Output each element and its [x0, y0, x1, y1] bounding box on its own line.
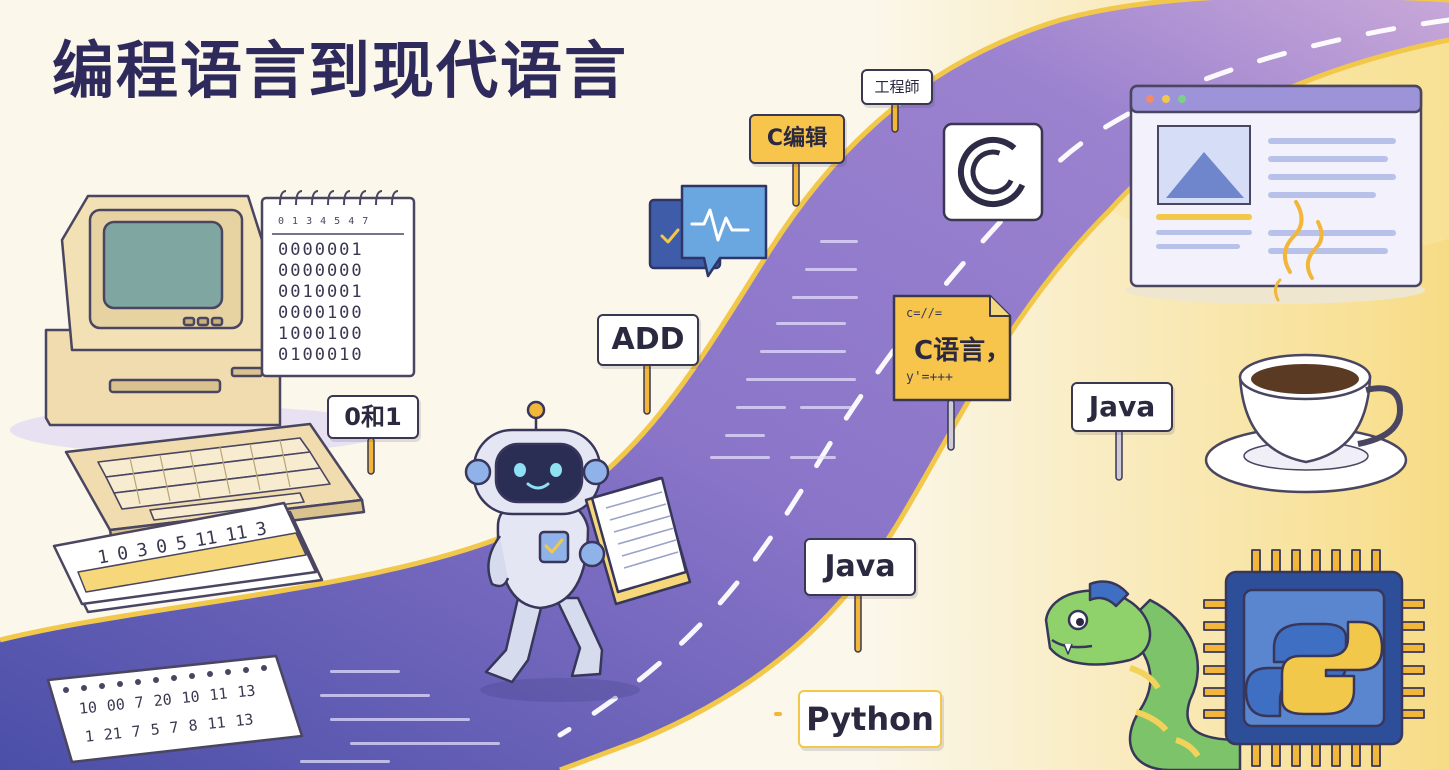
- punch-digit: 13: [236, 681, 257, 702]
- binary-row: 0010001: [278, 282, 364, 302]
- punch-digit: 20: [152, 690, 173, 711]
- punch-card-bottom-icon: [46, 654, 304, 764]
- robot-icon: [464, 400, 640, 702]
- punch-digit: 0: [154, 535, 169, 559]
- punch-digit: 3: [135, 539, 150, 562]
- binary-row: 1000100: [278, 324, 364, 344]
- punch-digit: 1: [84, 727, 95, 746]
- punch-digit: 11: [193, 527, 219, 552]
- punch-digit: 7: [133, 693, 145, 713]
- punch-digit: 5: [149, 720, 161, 739]
- sign-assembly: ADD: [597, 314, 699, 366]
- punch-digit: 11: [206, 713, 227, 734]
- binary-row: 0000001: [278, 240, 364, 260]
- punch-digit: 13: [234, 710, 255, 731]
- punch-digit: 0: [115, 542, 130, 566]
- binary-notepad-rows: 0000001 0000000 0010001 0000100 1000100 …: [278, 240, 364, 366]
- chat-waveform-icon: [648, 184, 768, 278]
- punch-digit: 1: [96, 546, 111, 569]
- c-language-code: y'=+++: [906, 370, 953, 385]
- punch-digit: 21: [102, 724, 123, 744]
- punch-digit: 7: [130, 722, 142, 741]
- binary-row: 0000000: [278, 261, 364, 281]
- c-logo-icon: [942, 122, 1044, 222]
- c-language-top-text: c=//=: [906, 306, 943, 320]
- punch-digit: 10: [180, 687, 201, 708]
- sign-engineering: 工程師: [861, 69, 933, 105]
- road-code-glyphs: [300, 240, 858, 763]
- road-center-line: [557, 17, 1449, 738]
- road-edge-top: [0, 0, 1449, 643]
- sign-java-road: Java: [804, 538, 916, 596]
- sign-compiler: C编辑: [749, 114, 845, 164]
- punch-digit: 7: [168, 718, 180, 738]
- binary-row: 0100010: [278, 345, 364, 365]
- snake-icon: [1044, 580, 1242, 770]
- punch-digit: 5: [174, 532, 189, 555]
- punch-digit: 00: [105, 695, 126, 715]
- binary-notepad-header: 0 1 3 4 5 4 7: [278, 216, 370, 227]
- page-title: 编程语言到现代语言: [52, 34, 629, 107]
- browser-window-icon: [1125, 84, 1425, 304]
- sign-machine-code: 0和1: [327, 395, 419, 439]
- python-chip-icon: [1203, 549, 1425, 767]
- sign-java-side: Java: [1071, 382, 1173, 432]
- document-file-icon: [892, 294, 1012, 402]
- c-language-label: C语言，: [914, 336, 1012, 366]
- punch-digit: 10: [78, 698, 98, 718]
- coffee-cup-icon: [1204, 200, 1408, 494]
- binary-notepad-icon: [260, 190, 416, 378]
- punch-digit: 11: [223, 521, 249, 547]
- punch-digit: 8: [187, 716, 199, 736]
- sign-posts: [367, 101, 1123, 716]
- sign-python: Python: [798, 690, 942, 748]
- punch-digit: 11: [208, 684, 229, 705]
- clipboard-icon: [578, 476, 692, 606]
- keyboard-icon: [64, 422, 366, 544]
- binary-row: 0000100: [278, 303, 364, 323]
- punch-card-icon: [52, 501, 324, 614]
